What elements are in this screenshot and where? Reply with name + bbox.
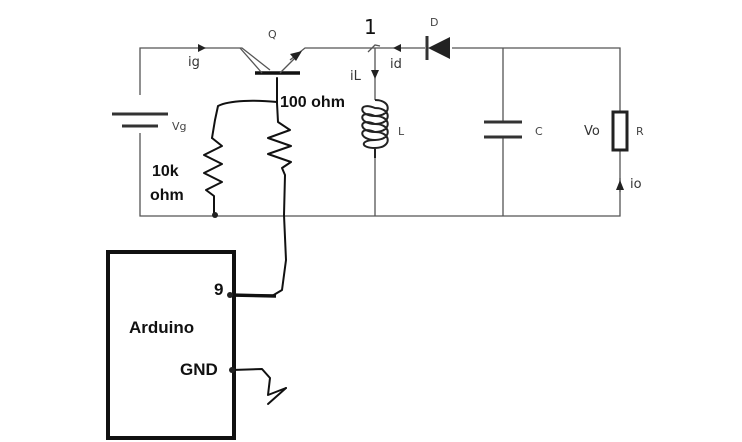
label-q: Q <box>268 28 277 41</box>
bias-network: 100 ohm 10k ohm <box>150 77 345 405</box>
resistor-10k <box>203 137 223 216</box>
label-vg: Vg <box>172 120 187 133</box>
node-1: 1 <box>364 15 381 53</box>
current-arrows: ig iL id io <box>188 44 642 192</box>
il-arrow-icon <box>371 70 379 79</box>
label-io: io <box>630 177 642 192</box>
label-pin9: 9 <box>214 280 223 299</box>
gnd-dot <box>229 367 235 373</box>
label-id: id <box>390 57 402 72</box>
label-c: C <box>535 125 543 138</box>
label-d: D <box>430 16 438 29</box>
resistor-100-ohm <box>267 102 292 297</box>
label-r: R <box>636 125 644 138</box>
label-arduino: Arduino <box>129 318 194 337</box>
label-10k: 10k <box>152 163 179 180</box>
arduino-board: 9 Arduino GND <box>106 250 236 440</box>
transistor-q: Q <box>239 28 302 75</box>
emitter-arrow-icon <box>290 51 302 61</box>
capacitor-c: C <box>484 120 543 139</box>
label-ig: ig <box>188 55 200 70</box>
inductor-l: L <box>361 99 405 158</box>
resistor-r: Vo R <box>584 110 644 152</box>
node-1-mark <box>367 44 381 53</box>
battery-vg: Vg <box>112 112 187 133</box>
diode-d: D <box>425 16 450 60</box>
pin9-dot <box>227 292 233 298</box>
label-gnd: GND <box>180 360 218 379</box>
label-vo: Vo <box>584 124 600 139</box>
ground-icon <box>267 387 287 405</box>
label-100-ohm: 100 ohm <box>280 94 345 111</box>
label-l: L <box>398 125 405 138</box>
label-node-1: 1 <box>364 15 377 39</box>
pin9-wire <box>229 293 277 298</box>
junction-dot <box>212 212 218 218</box>
id-arrow-icon <box>393 44 401 52</box>
label-ohm: ohm <box>150 187 184 204</box>
gnd-wire <box>231 368 287 396</box>
label-il: iL <box>350 69 362 84</box>
io-arrow-icon <box>616 180 624 190</box>
ig-arrow-icon <box>198 44 206 52</box>
